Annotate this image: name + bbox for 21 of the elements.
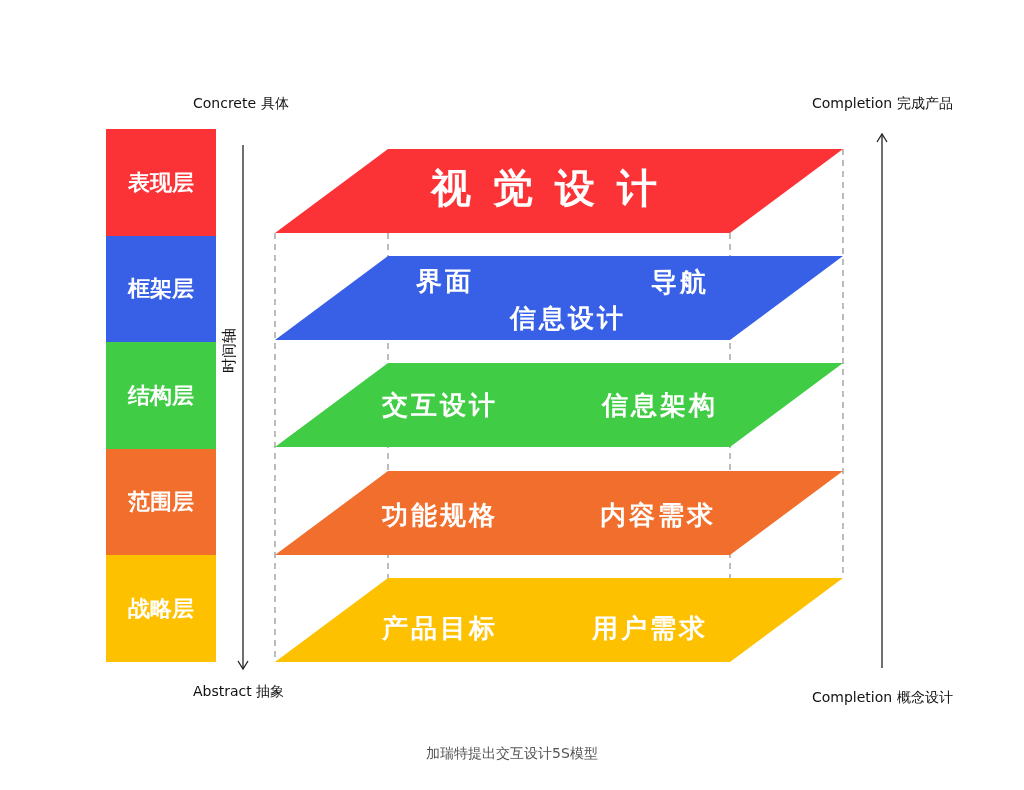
end-label: Completion 概念设计 [812, 689, 953, 707]
layer-label: 内容需求 [600, 498, 716, 532]
layer-band: 框架层 [106, 236, 216, 342]
layer-label: 导航 [651, 265, 709, 299]
end-label: Completion 完成产品 [812, 95, 953, 113]
layer-label: 产品目标 [382, 611, 498, 645]
layer-band: 战略层 [106, 555, 216, 662]
layer-band: 表现层 [106, 129, 216, 236]
layer-label: 信息设计 [510, 301, 626, 335]
layer-band: 范围层 [106, 449, 216, 555]
end-label: Concrete 具体 [193, 95, 289, 113]
caption: 加瑞特提出交互设计5S模型 [425, 745, 599, 763]
axis-label: 时间轴 [219, 327, 239, 373]
layer-band: 结构层 [106, 342, 216, 449]
layer-label: 交互设计 [382, 388, 498, 422]
layer-label: 功能规格 [382, 498, 498, 532]
end-label: Abstract 抽象 [193, 683, 285, 701]
layer-label: 用户需求 [592, 611, 708, 645]
layer-label: 视觉设计 [431, 163, 679, 213]
layer-label: 信息架构 [602, 388, 718, 422]
layer-label: 界面 [416, 264, 474, 298]
